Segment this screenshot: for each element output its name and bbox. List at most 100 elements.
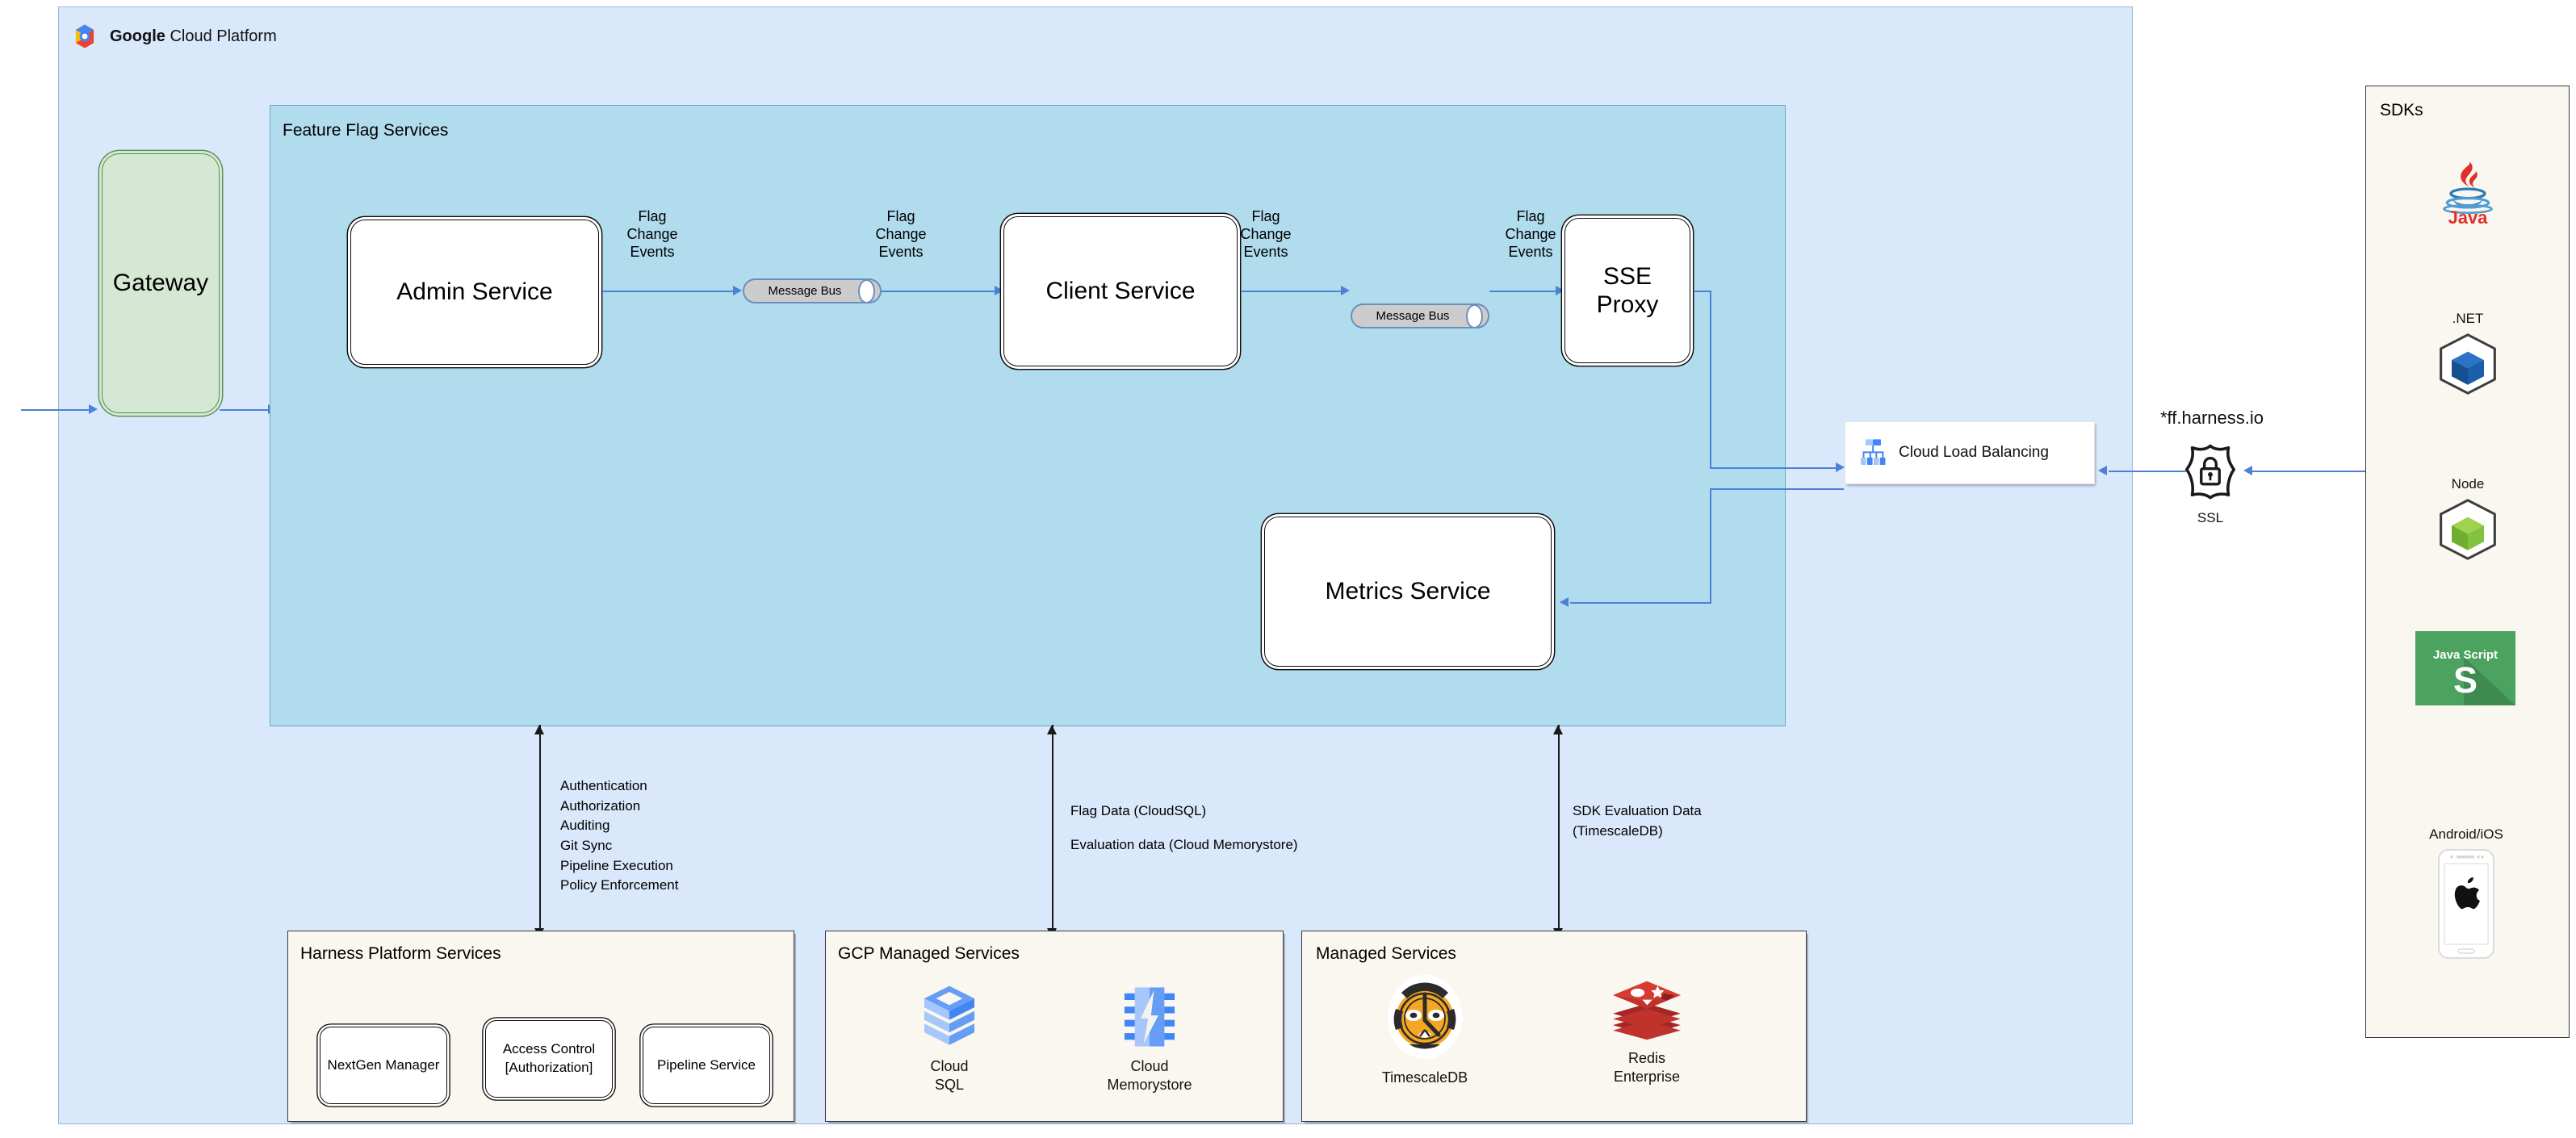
platform-link-labels: Authentication Authorization Auditing Gi…	[560, 778, 679, 893]
sdk-item-dotnet[interactable]: .NET	[2419, 311, 2517, 396]
edge-label-client-to-bus: Flag Change Events	[1240, 208, 1292, 260]
sdk-to-ssl-arrowhead	[2243, 466, 2252, 475]
harness-service-label: Pipeline Service	[657, 1056, 756, 1073]
gcp-managed-region	[825, 931, 1284, 1122]
evaluation-data-label: Evaluation data (Cloud Memorystore)	[1070, 837, 1298, 852]
harness-service-pipeline-service[interactable]: Pipeline Service	[643, 1027, 770, 1104]
harness-service-label: Access Control [Authorization]	[502, 1041, 596, 1075]
cloud-sql-icon	[919, 983, 979, 1051]
managed-item-label: Redis Enterprise	[1613, 1050, 1681, 1086]
ffs-to-harness-line	[539, 725, 541, 933]
sse-to-lb-arrowhead	[1836, 462, 1845, 472]
bus-to-client-arrowhead	[995, 286, 1003, 295]
gcp-managed-item-label: Cloud SQL	[930, 1058, 969, 1094]
gcp-managed-title: GCP Managed Services	[838, 944, 1020, 963]
java-logo-icon: Java	[2429, 158, 2507, 228]
feature-flag-services-region	[270, 105, 1786, 726]
managed-services-region	[1301, 931, 1807, 1122]
lb-to-metrics-h2	[1570, 602, 1711, 604]
timescaledb-tiger-icon	[1380, 973, 1469, 1062]
message-bus-1[interactable]: Message Bus	[743, 278, 882, 303]
sdk-item-javascript[interactable]: Java Script S	[2415, 631, 2515, 705]
sdk-item-android-ios[interactable]: Android/iOS	[2414, 826, 2519, 960]
phone-apple-icon	[2434, 847, 2499, 960]
harness-platform-title: Harness Platform Services	[300, 944, 501, 963]
client-to-bus-line	[1241, 291, 1344, 292]
sdk-label-dotnet: .NET	[2452, 311, 2484, 326]
gateway-label: Gateway	[112, 270, 209, 297]
cloud-memorystore-icon	[1118, 983, 1181, 1051]
sdk-item-node[interactable]: Node	[2419, 476, 2517, 562]
ssl-to-lb-line	[2109, 471, 2186, 472]
gateway-node[interactable]: Gateway	[102, 153, 220, 413]
gateway-inbound-arrowhead	[89, 404, 98, 414]
sdk-label-node: Node	[2451, 476, 2485, 492]
cloud-load-balancing-label: Cloud Load Balancing	[1899, 444, 2049, 461]
gateway-to-ffs-line	[220, 409, 276, 411]
gcp-managed-to-ffs-arrowhead	[1047, 725, 1057, 734]
managed-item-label: TimescaleDB	[1381, 1069, 1468, 1086]
edge-label-admin-to-bus: Flag Change Events	[626, 208, 678, 260]
sdks-title: SDKs	[2380, 101, 2423, 119]
message-bus-1-label: Message Bus	[768, 284, 842, 298]
managed-services-title: Managed Services	[1316, 944, 1456, 963]
ffs-to-managed-line	[1558, 725, 1560, 933]
harness-service-access-control[interactable]: Access Control [Authorization]	[485, 1020, 613, 1098]
dotnet-cube-icon	[2433, 332, 2503, 396]
message-bus-2-end-cap	[1466, 303, 1483, 328]
gcp-title: Google Cloud Platform	[110, 27, 277, 45]
message-bus-2-label: Message Bus	[1376, 309, 1450, 323]
ssl-shield-lock-icon	[2181, 442, 2239, 500]
client-service-label: Client Service	[1045, 278, 1196, 305]
sse-out-h2	[1710, 467, 1841, 469]
lb-to-metrics-arrowhead	[1560, 597, 1569, 607]
gcp-header: Google Cloud Platform	[71, 23, 277, 50]
metrics-service-node[interactable]: Metrics Service	[1264, 517, 1552, 667]
harness-to-ffs-arrowhead	[534, 725, 544, 734]
admin-service-node[interactable]: Admin Service	[350, 220, 599, 365]
message-bus-2[interactable]: Message Bus	[1351, 303, 1489, 328]
sdk-evaluation-data-label: SDK Evaluation Data (TimescaleDB)	[1573, 803, 1702, 839]
redis-stack-icon	[1610, 978, 1684, 1043]
svg-text:Java Script: Java Script	[2433, 648, 2498, 662]
ssl-to-lb-arrowhead	[2098, 466, 2107, 475]
harness-service-label: NextGen Manager	[327, 1056, 440, 1073]
lb-to-metrics-h1	[1710, 488, 1844, 490]
nodejs-cube-icon	[2433, 497, 2503, 562]
harness-service-nextgen-manager[interactable]: NextGen Manager	[320, 1027, 447, 1104]
load-balancer-hierarchy-icon	[1857, 437, 1889, 469]
sdk-label-android-ios: Android/iOS	[2429, 826, 2503, 842]
gcp-managed-item-cloud-sql[interactable]: Cloud SQL	[891, 983, 1007, 1095]
ssl-domain-label: *ff.harness.io	[2159, 408, 2264, 428]
bus-to-sse-arrowhead	[1556, 286, 1564, 295]
gateway-inbound-line	[21, 409, 89, 411]
message-bus-1-end-cap	[858, 278, 875, 303]
managed-item-timescaledb[interactable]: TimescaleDB	[1356, 973, 1493, 1087]
cloud-load-balancing-card[interactable]: Cloud Load Balancing	[1845, 421, 2095, 484]
sse-proxy-label: SSE Proxy	[1596, 262, 1659, 318]
ssl-caption: SSL	[2197, 510, 2224, 525]
managed-to-ffs-arrowhead	[1553, 725, 1563, 734]
edge-label-bus-to-sse: Flag Change Events	[1505, 208, 1556, 260]
gcp-managed-item-label: Cloud Memorystore	[1107, 1058, 1192, 1094]
sdk-to-ssl-line	[2252, 471, 2367, 472]
metrics-service-label: Metrics Service	[1325, 578, 1491, 605]
sdk-item-java[interactable]: Java	[2419, 158, 2517, 228]
svg-text:Java: Java	[2448, 207, 2489, 224]
bus-to-sse-line	[1489, 291, 1559, 292]
client-service-node[interactable]: Client Service	[1003, 216, 1238, 366]
sse-out-h1	[1694, 291, 1711, 292]
client-to-bus-arrowhead	[1341, 286, 1350, 295]
managed-item-redis-enterprise[interactable]: Redis Enterprise	[1576, 978, 1718, 1087]
gcp-managed-item-cloud-memorystore[interactable]: Cloud Memorystore	[1079, 983, 1221, 1095]
edge-label-bus-to-client: Flag Change Events	[875, 208, 927, 260]
admin-to-bus-line	[602, 291, 736, 292]
ffs-to-gcp-managed-line	[1052, 725, 1053, 933]
bus-to-client-line	[882, 291, 998, 292]
sse-proxy-node[interactable]: SSE Proxy	[1564, 218, 1690, 363]
svg-text:S: S	[2453, 659, 2478, 701]
google-cloud-hexagon-icon	[71, 23, 98, 50]
sse-out-v	[1710, 291, 1711, 468]
admin-to-bus-arrowhead	[733, 286, 742, 295]
